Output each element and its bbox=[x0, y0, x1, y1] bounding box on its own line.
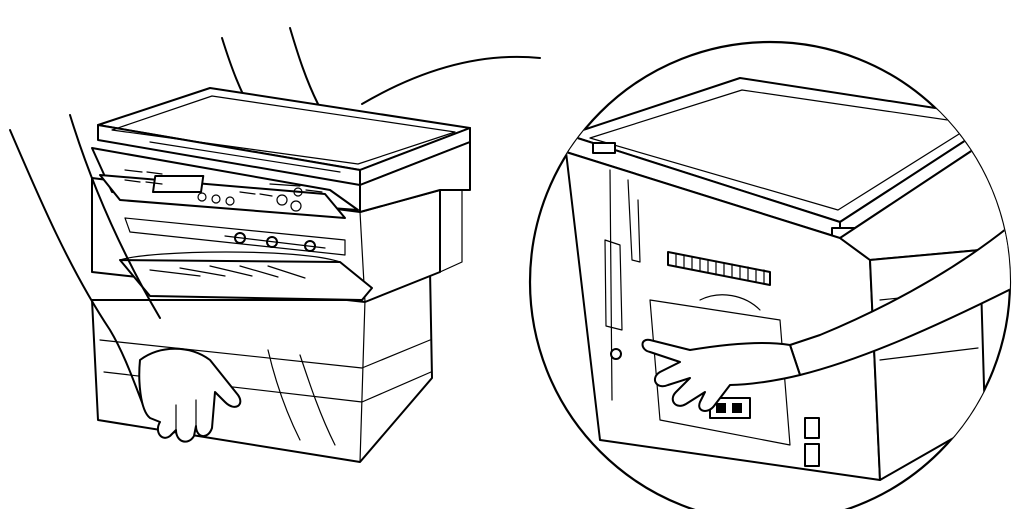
detail-callout-line bbox=[361, 55, 541, 105]
detail-circle-view bbox=[528, 40, 1012, 509]
copier-side-panel bbox=[359, 141, 471, 213]
vent-grille bbox=[667, 251, 771, 286]
left-copier-view bbox=[9, 27, 471, 463]
paper-rollers bbox=[224, 232, 326, 252]
lcd-display bbox=[152, 175, 205, 193]
rear-switch bbox=[804, 417, 820, 439]
scanner-lid bbox=[97, 87, 471, 186]
panel-buttons bbox=[124, 169, 323, 212]
rear-scanner-lid bbox=[565, 77, 1001, 239]
rear-knob bbox=[610, 348, 622, 360]
rear-panel bbox=[565, 151, 881, 481]
control-panel bbox=[91, 147, 359, 219]
rear-hand bbox=[641, 338, 801, 412]
power-inlet bbox=[804, 443, 820, 467]
left-arm-hand bbox=[9, 114, 242, 443]
hinge-left bbox=[592, 142, 616, 154]
rear-connector bbox=[709, 397, 751, 419]
